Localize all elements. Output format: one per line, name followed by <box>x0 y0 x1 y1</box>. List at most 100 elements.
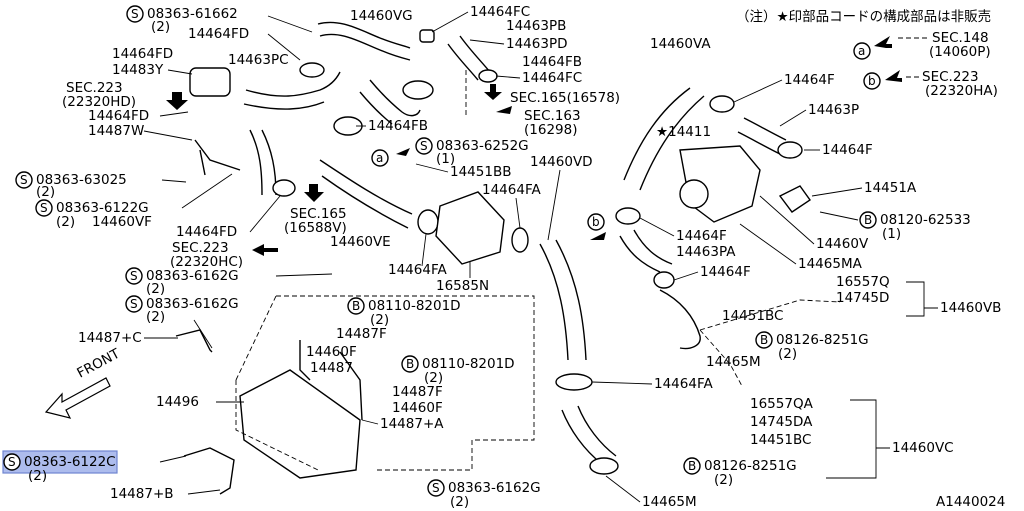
pipe-14460VD[interactable] <box>539 239 587 361</box>
pipe-center[interactable] <box>359 79 421 125</box>
hose-14463P[interactable] <box>737 117 787 155</box>
clamp-14464FA-mid[interactable] <box>417 209 439 235</box>
bracket-14487B[interactable] <box>183 447 235 495</box>
label-14464FB-mid[interactable]: 14464FB <box>368 118 428 134</box>
clamp-14464F-3[interactable] <box>615 207 641 225</box>
label-14460VG[interactable]: 14460VG <box>350 8 413 24</box>
intercooler-14496[interactable] <box>239 369 361 479</box>
hose-14463PA[interactable] <box>619 229 673 273</box>
label-14460VB[interactable]: 14460VB <box>940 300 1001 316</box>
clamp-14464F-1[interactable] <box>709 95 735 113</box>
pipe-14460VE[interactable] <box>319 159 413 229</box>
ref-a[interactable]: a SEC.148 (14060P) <box>853 30 991 60</box>
hose-14463PC[interactable] <box>243 71 341 110</box>
clamp-14464FD[interactable] <box>299 62 325 78</box>
label-14463PC[interactable]: 14463PC <box>228 52 289 68</box>
label-14460VF[interactable]: 14460VF <box>92 214 152 230</box>
clamp-14464FB[interactable] <box>402 80 434 100</box>
clamp-14465M[interactable] <box>589 457 619 475</box>
label-14460VA[interactable]: 14460VA <box>650 36 711 52</box>
hose-14465M[interactable] <box>561 405 617 465</box>
clamp-14464F-2[interactable] <box>777 141 803 159</box>
label-14411[interactable]: ★14411 <box>656 124 711 140</box>
section-sec165[interactable]: SEC.165(16578) <box>510 90 620 106</box>
label-14745DA[interactable]: 14745DA <box>750 414 813 430</box>
label-14460V[interactable]: 14460V <box>816 236 869 252</box>
fastener-b-8201D-2[interactable]: B 08110-8201D (2) <box>401 355 515 386</box>
sensor-14451A[interactable] <box>778 185 811 213</box>
label-16557QA[interactable]: 16557QA <box>750 396 814 412</box>
label-14464F-4[interactable]: 14464F <box>700 264 751 280</box>
label-14464FD-top[interactable]: 14464FD <box>188 26 249 42</box>
label-14460VE[interactable]: 14460VE <box>330 234 391 250</box>
clamp-14464FC[interactable] <box>419 29 435 43</box>
label-14451BC-2[interactable]: 14451BC <box>750 432 811 448</box>
fastener-b-8251G-1[interactable]: B 08126-8251G (2) <box>755 331 869 362</box>
label-14460F-2[interactable]: 14460F <box>392 400 443 416</box>
label-14464FC[interactable]: 14464FC <box>470 4 530 20</box>
label-14465M-1[interactable]: 14465M <box>706 354 761 370</box>
label-16585N[interactable]: 16585N <box>436 278 489 294</box>
label-14487F-1[interactable]: 14487F <box>336 326 387 342</box>
label-14464FA-mid[interactable]: 14464FA <box>388 262 447 278</box>
label-14487A[interactable]: 14487+A <box>380 416 444 432</box>
bracket-14487W[interactable] <box>194 139 241 176</box>
label-14460F-1[interactable]: 14460F <box>306 344 357 360</box>
label-14460VC[interactable]: 14460VC <box>892 440 954 456</box>
fastener-s-6122G[interactable]: S 08363-6122G (2) <box>35 199 149 230</box>
label-14464FB-r[interactable]: 14464FB <box>522 54 582 70</box>
clamp-14464FD-low[interactable] <box>272 179 296 197</box>
fastener-s-6162G-3[interactable]: S 08363-6162G (2) <box>427 479 541 510</box>
label-14487F-2[interactable]: 14487F <box>392 384 443 400</box>
label-14464FD-bot[interactable]: 14464FD <box>176 224 237 240</box>
section-sec223-hc[interactable]: SEC.223 (22320HC) <box>170 240 243 270</box>
label-14463P[interactable]: 14463P <box>808 102 859 118</box>
label-14483Y[interactable]: 14483Y <box>112 62 164 78</box>
fastener-b-8201D-1[interactable]: B 08110-8201D (2) <box>347 297 461 328</box>
valve-14483Y[interactable] <box>189 67 231 97</box>
fastener-s-6122C[interactable]: S 08363-6122C (2) <box>3 453 116 484</box>
label-14464F-1[interactable]: 14464F <box>784 72 835 88</box>
section-sec163[interactable]: SEC.163 (16298) <box>524 108 581 138</box>
pipe-14460V[interactable] <box>659 289 701 350</box>
bracket-14487A[interactable] <box>299 340 363 421</box>
label-14745D[interactable]: 14745D <box>836 290 889 306</box>
pipe-14460VA[interactable] <box>623 87 705 191</box>
marker-a-mid[interactable] <box>371 149 389 167</box>
hose-14460VG[interactable] <box>317 21 411 61</box>
label-14464FD-l2[interactable]: 14464FD <box>88 108 149 124</box>
duct-16585N[interactable] <box>435 191 505 265</box>
label-14465MA[interactable]: 14465MA <box>798 256 863 272</box>
fastener-s-6162G-1[interactable]: S 08363-6162G (2) <box>125 267 239 297</box>
label-14487C[interactable]: 14487+C <box>78 330 142 346</box>
ref-b[interactable]: b SEC.223 (22320HA) <box>863 69 998 99</box>
hose-14460VF[interactable] <box>249 129 277 196</box>
fastener-s-63025[interactable]: S 08363-63025 (2) <box>15 171 127 200</box>
label-14464FC-r[interactable]: 14464FC <box>522 70 582 86</box>
marker-b-mid[interactable] <box>587 213 605 231</box>
fastener-s-6162G-2[interactable]: S 08363-6162G (2) <box>125 295 239 325</box>
label-14463PB[interactable]: 14463PB <box>506 18 566 34</box>
clamp-14464FA-bot[interactable] <box>555 373 593 391</box>
label-14496[interactable]: 14496 <box>156 394 199 410</box>
label-14487-mid[interactable]: 14487 <box>310 360 353 376</box>
section-sec165-16588v[interactable]: SEC.165 (16588V) <box>284 206 347 236</box>
clamp-14464FC-r[interactable] <box>478 69 498 83</box>
section-sec223-hd[interactable]: SEC.223 (22320HD) <box>62 80 136 110</box>
label-14487W[interactable]: 14487W <box>88 123 144 139</box>
label-14460VD[interactable]: 14460VD <box>530 154 593 170</box>
label-14451BB[interactable]: 14451BB <box>450 164 511 180</box>
bracket-14487C[interactable] <box>175 329 213 353</box>
clamp-14464F-4[interactable] <box>653 271 675 289</box>
label-14464FD-l[interactable]: 14464FD <box>112 46 173 62</box>
label-14451A[interactable]: 14451A <box>864 180 917 196</box>
label-14463PA[interactable]: 14463PA <box>676 244 736 260</box>
label-16557Q[interactable]: 16557Q <box>836 274 890 290</box>
fastener-s-61662[interactable]: S 08363-61662 (2) <box>126 5 238 35</box>
label-14463PD[interactable]: 14463PD <box>506 36 567 52</box>
label-14465M-2[interactable]: 14465M <box>642 494 697 510</box>
fastener-s-6252G[interactable]: S 08363-6252G (1) <box>415 137 529 167</box>
label-14487B[interactable]: 14487+B <box>110 486 174 502</box>
label-14464FA-bot[interactable]: 14464FA <box>654 376 713 392</box>
clamp-14464FA-top[interactable] <box>511 227 529 253</box>
